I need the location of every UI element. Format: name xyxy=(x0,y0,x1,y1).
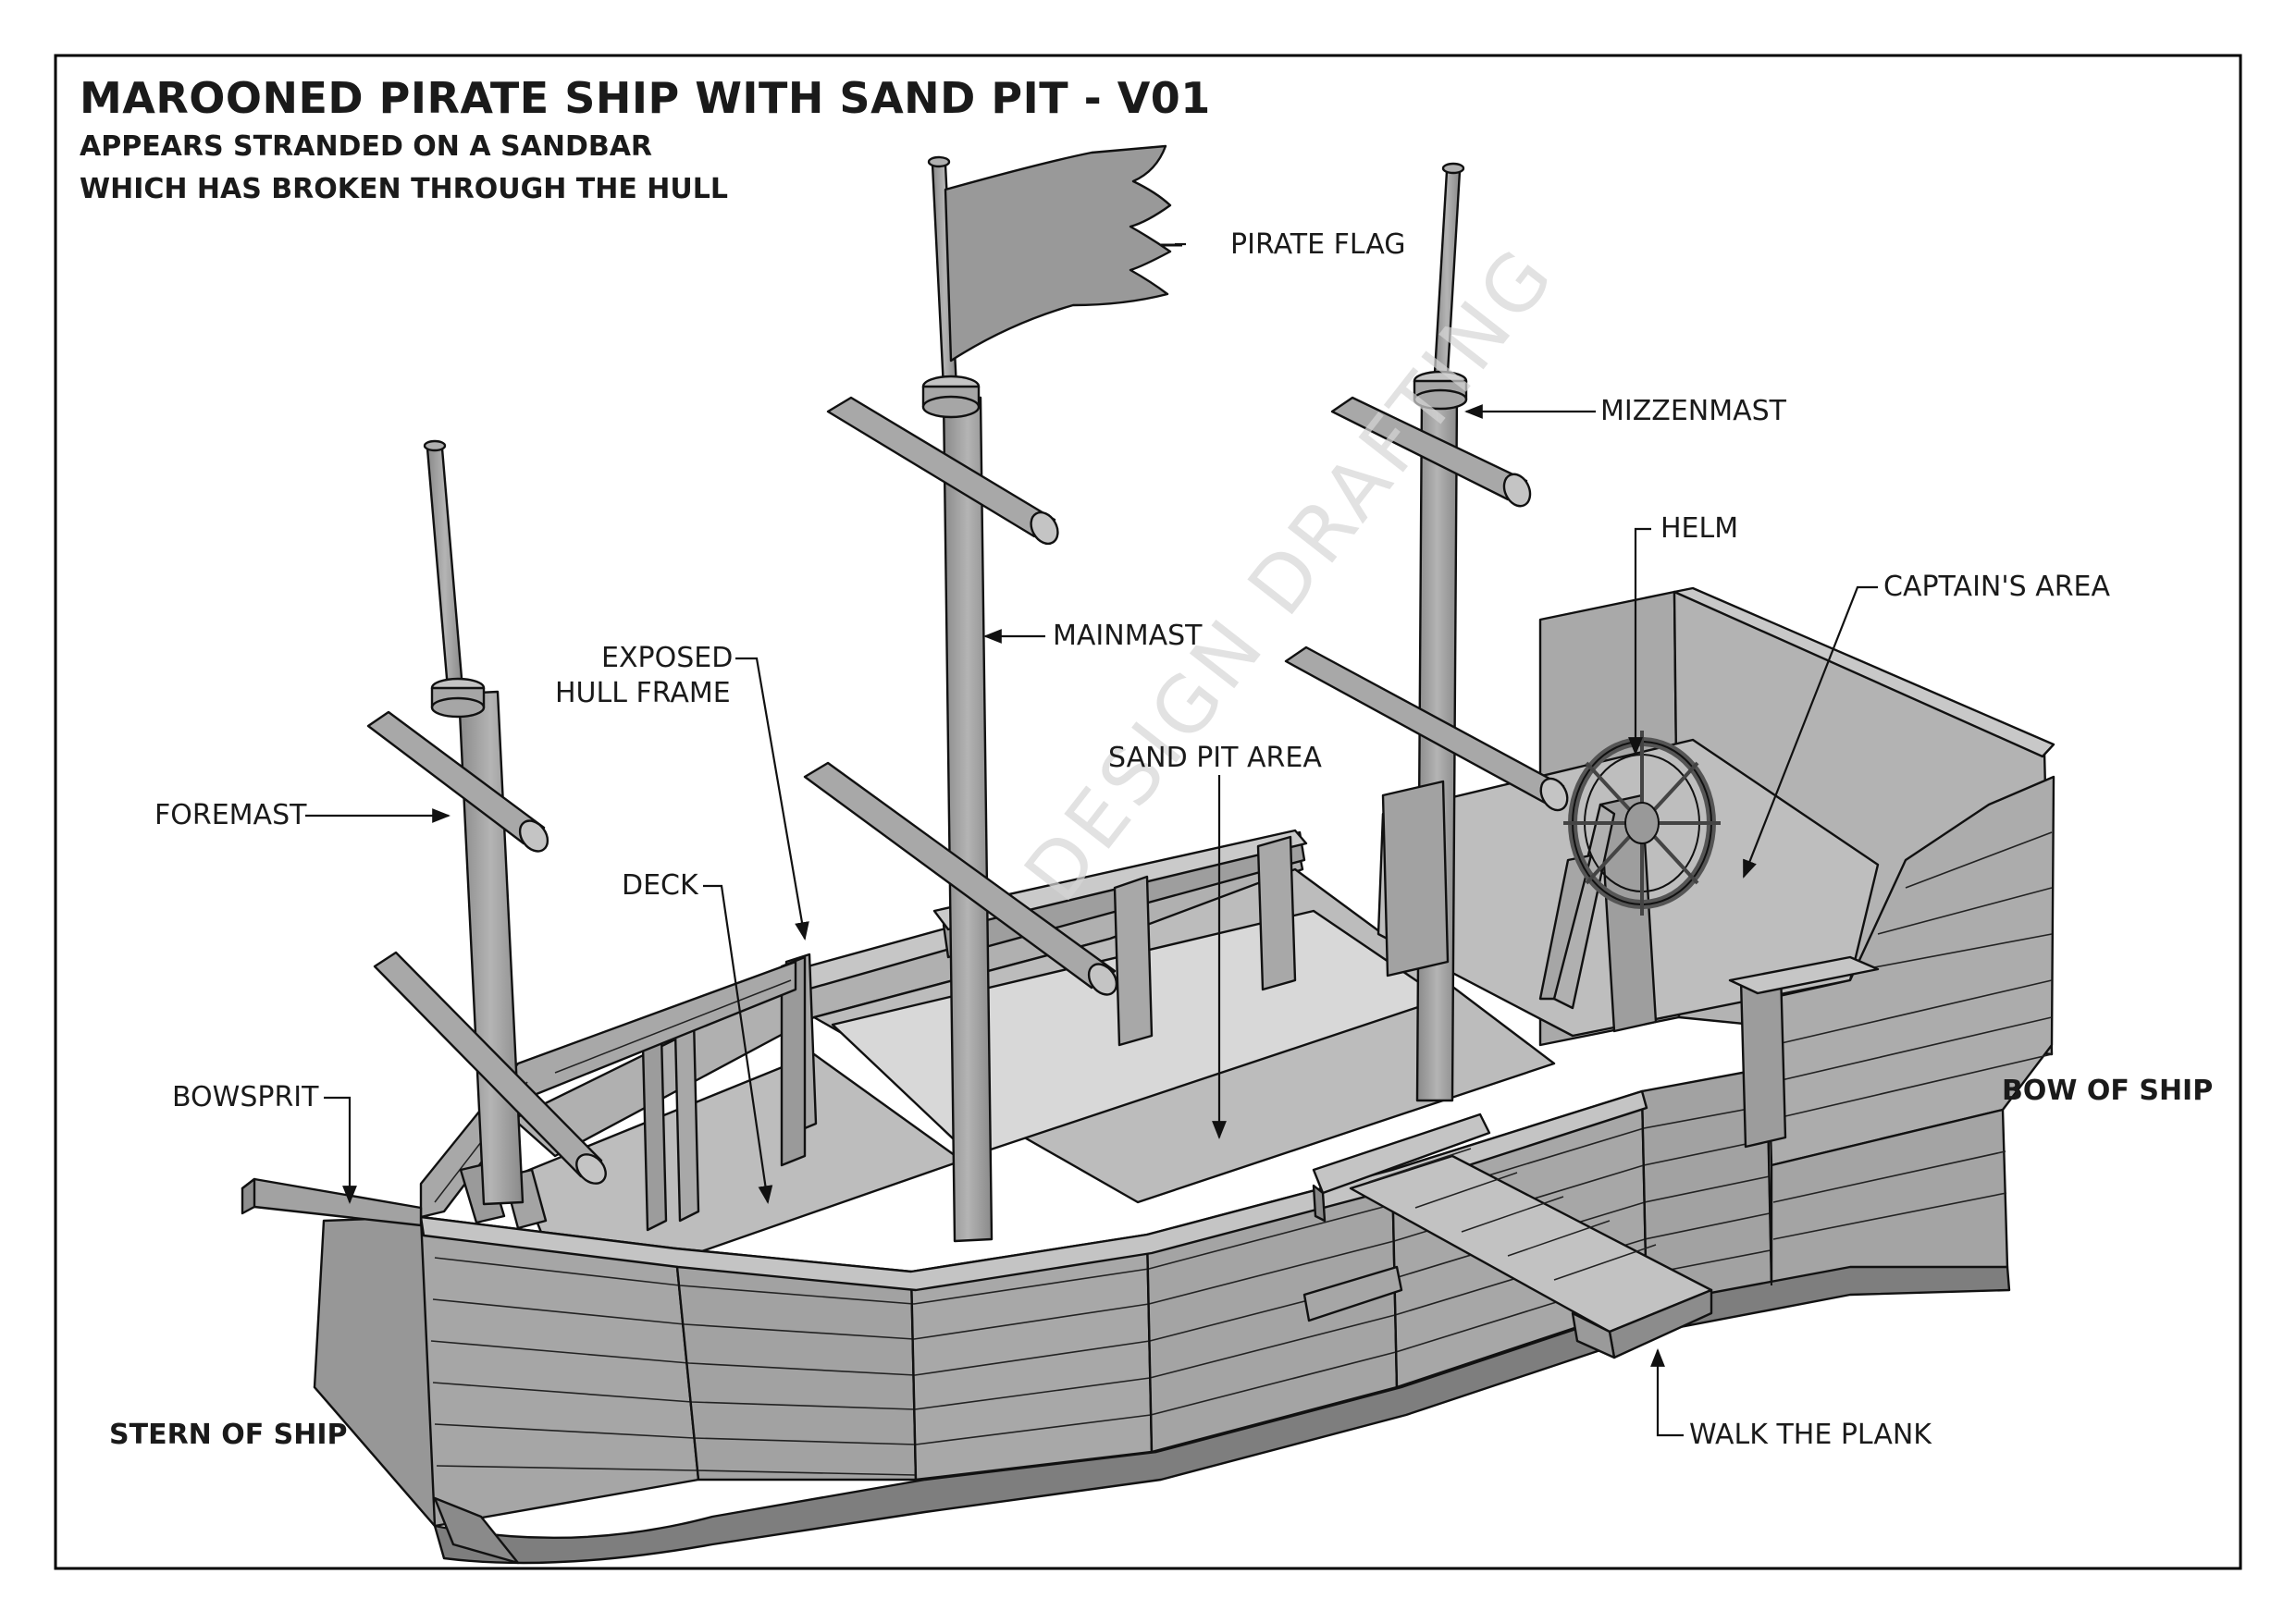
leader-bowsprit xyxy=(324,1096,357,1204)
leader-captains-area xyxy=(1742,585,1878,879)
label-exposed-hull-frame: EXPOSED HULL FRAME xyxy=(555,641,733,711)
label-bowsprit: BOWSPRIT xyxy=(172,1081,319,1113)
title-block: MAROONED PIRATE SHIP WITH SAND PIT - V01… xyxy=(80,74,1211,208)
leader-exposed-hull-frame xyxy=(735,657,809,941)
label-foremast: FOREMAST xyxy=(154,799,307,831)
foremast-cap xyxy=(423,439,447,452)
stern-side-wall xyxy=(419,960,797,1219)
label-helm: HELM xyxy=(1660,512,1739,545)
leader-deck xyxy=(703,884,773,1204)
mainmast-lower-yard xyxy=(803,761,1117,990)
sheet-border xyxy=(54,54,2242,1570)
hull-top-rail xyxy=(419,1089,1648,1292)
label-mainmast: MAINMAST xyxy=(1053,620,1203,652)
label-stern-of-ship: STERN OF SHIP xyxy=(109,1419,348,1451)
subtitle-line-2: WHICH HAS BROKEN THROUGH THE HULL xyxy=(80,172,728,205)
hull-frame-post xyxy=(1256,835,1297,991)
label-exposed-hull-frame-line-2: HULL FRAME xyxy=(555,677,731,709)
mizzenmast-cap xyxy=(1441,162,1465,175)
captain-bench-top xyxy=(1728,955,1880,995)
label-walk-the-plank: WALK THE PLANK xyxy=(1689,1419,1932,1451)
captain-bench-front xyxy=(1739,969,1787,1149)
bowsprit-end xyxy=(241,1177,256,1215)
label-bow-of-ship: BOW OF SHIP xyxy=(2002,1075,2214,1107)
plank-support-side xyxy=(1312,1184,1327,1223)
stern-cap xyxy=(313,1215,437,1528)
hull-frame-post xyxy=(780,955,807,1167)
leader-lines xyxy=(305,242,1878,1437)
pirate-flag xyxy=(944,144,1172,363)
leader-helm xyxy=(1628,527,1651,756)
ship xyxy=(241,144,2055,1565)
mainmast-cap xyxy=(927,155,951,168)
walk-the-plank-end xyxy=(1571,1311,1616,1359)
bowsprit xyxy=(241,1177,423,1227)
label-exposed-hull-frame-line-1: EXPOSED xyxy=(601,642,734,674)
plank-support xyxy=(1302,1265,1403,1322)
plank-support-top xyxy=(1312,1113,1491,1195)
label-deck: DECK xyxy=(622,869,698,902)
hull-frame-post xyxy=(673,1017,700,1223)
leader-walk-the-plank xyxy=(1650,1348,1684,1437)
bench-top xyxy=(932,829,1308,931)
stern-rudder xyxy=(433,1496,520,1565)
captain-back-wall-top xyxy=(1673,586,2055,758)
label-sand-pit-area: SAND PIT AREA xyxy=(1108,742,1322,774)
foremast-upper-yard xyxy=(366,710,546,845)
mainmast-upper-yard xyxy=(826,396,1056,538)
hull-frame-post xyxy=(1113,875,1154,1047)
label-mizzenmast: MIZZENMAST xyxy=(1600,395,1787,427)
foremast-topmast xyxy=(426,447,464,691)
hull-frame-post xyxy=(641,1032,668,1232)
subtitle-line-1: APPEARS STRANDED ON A SANDBAR xyxy=(80,129,653,163)
label-pirate-flag: PIRATE FLAG xyxy=(1230,228,1406,261)
label-captains-area: CAPTAIN'S AREA xyxy=(1883,571,2111,603)
page-title: MAROONED PIRATE SHIP WITH SAND PIT - V01 xyxy=(80,73,1211,123)
captain-area-post xyxy=(1381,780,1450,977)
